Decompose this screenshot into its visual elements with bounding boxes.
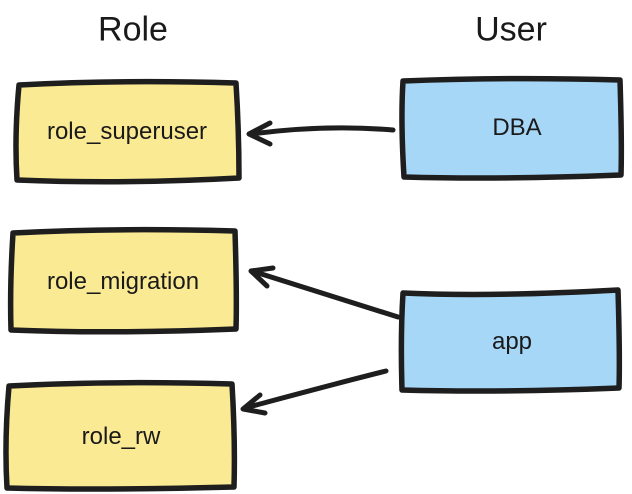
arrow-shaft (248, 125, 396, 137)
arrow-app-to-role-rw (240, 368, 389, 416)
dba-label: DBA (492, 114, 542, 141)
role-migration-box (7, 226, 240, 335)
arrow-dba-to-role-superuser (246, 120, 396, 147)
arrow-head-icon (240, 392, 268, 416)
arrow-head-icon (246, 120, 273, 147)
column-heading-user: User (475, 10, 547, 49)
arrow-head-icon (248, 265, 276, 289)
role-rw-label: role_rw (81, 423, 161, 450)
role-rw-box (3, 379, 238, 492)
arrow-app-to-role-migration (248, 265, 401, 320)
column-heading-role: Role (98, 10, 168, 49)
role-migration-label: role_migration (46, 268, 200, 295)
role-superuser-label: role_superuser (46, 118, 208, 145)
app-box (398, 287, 623, 394)
dba-box (399, 75, 625, 181)
arrow-shaft (249, 268, 401, 320)
app-label: app (491, 328, 533, 355)
arrow-shaft (242, 368, 389, 411)
role-superuser-box (13, 78, 242, 185)
